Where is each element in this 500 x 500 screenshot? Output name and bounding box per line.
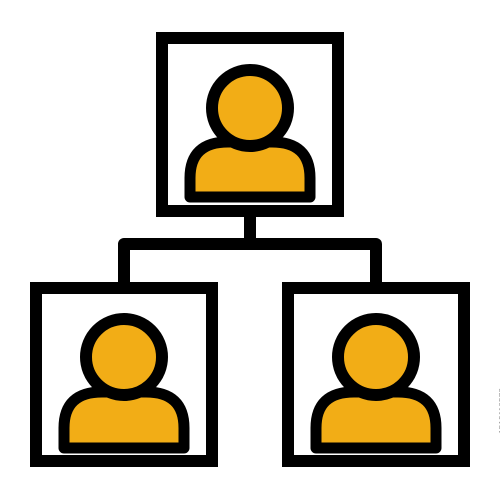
top-person-card (156, 32, 344, 217)
bottom-left-person-icon (58, 313, 190, 454)
bottom-right-person-card (282, 282, 470, 467)
bottom-right-person-icon (310, 313, 442, 454)
bottom-left-person-card (30, 282, 218, 467)
top-person-icon (184, 64, 316, 203)
connector-lines (118, 213, 382, 286)
